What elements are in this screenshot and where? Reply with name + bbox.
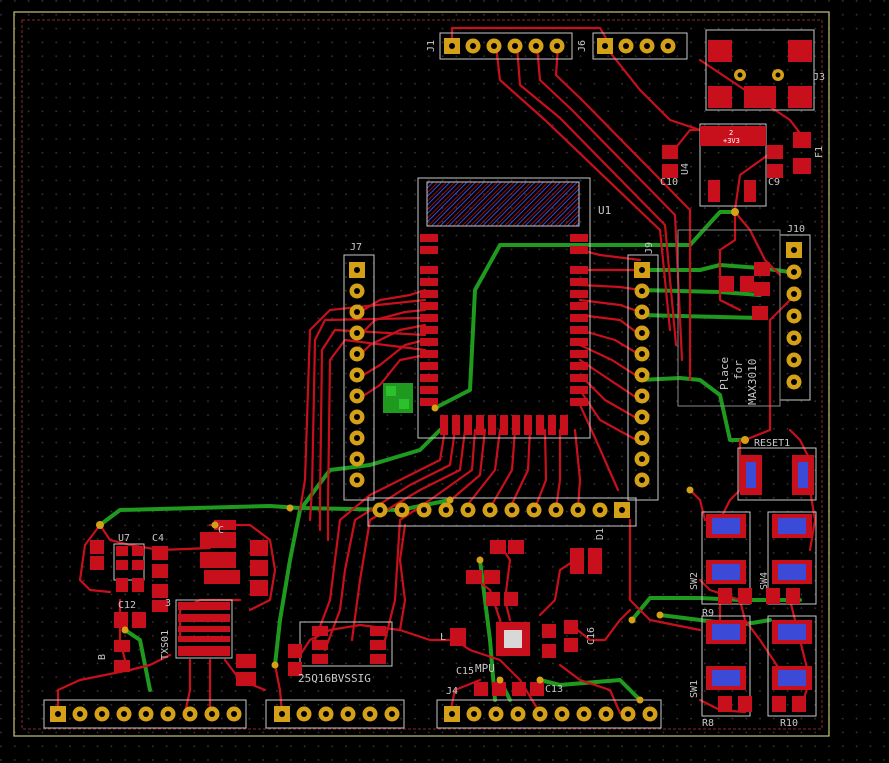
j5-header[interactable] — [265, 699, 405, 729]
j2-header[interactable] — [43, 699, 247, 729]
j3-label: J3 — [813, 72, 825, 83]
txs01-label: TXS01 — [160, 630, 171, 660]
flash-label: 25Q16BVSSIG — [298, 672, 371, 685]
imu-chip[interactable]: MPU — [475, 622, 530, 675]
u7-label: U7 — [118, 533, 130, 544]
c15-label: C15 — [456, 666, 474, 677]
j4-label: J4 — [446, 686, 458, 697]
d1-label: D1 — [595, 528, 606, 540]
max-note-3: MAX3010 — [746, 359, 759, 405]
r10-resistor[interactable]: R10 — [772, 696, 806, 729]
sw4-switch[interactable]: SW4 — [759, 511, 817, 605]
u4-marking-1: 2 — [729, 129, 733, 137]
sw2-label: SW2 — [689, 572, 700, 590]
r8-resistor[interactable]: R8 — [702, 696, 752, 729]
u1-bottom-header[interactable] — [367, 497, 637, 527]
c10-label: C10 — [660, 177, 678, 188]
sw1-switch[interactable]: SW1 — [689, 615, 751, 717]
antenna-keepout — [426, 181, 580, 227]
d1-diode[interactable]: D1 — [570, 528, 606, 574]
c4-label: C4 — [152, 533, 164, 544]
u1-label: U1 — [598, 204, 611, 217]
c15-capacitor[interactable]: C15 — [450, 628, 474, 677]
j10-header[interactable]: J10 — [779, 224, 811, 401]
c16-label: C16 — [586, 627, 597, 645]
j6-label: J6 — [577, 40, 588, 52]
flash-chip[interactable]: 25Q16BVSSIG — [288, 621, 393, 685]
r9-resistor[interactable]: R9 — [702, 588, 752, 619]
imu-label: MPU — [475, 662, 495, 675]
vias — [96, 208, 749, 704]
j9-label: J9 — [644, 242, 655, 254]
c4-capacitor[interactable]: C4 — [152, 533, 168, 612]
txs01-chip[interactable]: TXS01 — [160, 599, 233, 660]
u4-label: U4 — [680, 163, 691, 175]
frag-l-label: L — [440, 632, 446, 643]
r8-label: R8 — [702, 718, 714, 729]
u1-courtyard — [417, 177, 591, 439]
sw2-switch[interactable]: SW2 — [689, 511, 751, 605]
j7-header[interactable]: J7 — [343, 242, 375, 501]
j6-header[interactable]: J6 — [577, 32, 688, 60]
c10-capacitor[interactable]: C10 — [660, 145, 678, 188]
c12-label: C12 — [118, 600, 136, 611]
u1-right-pads — [570, 234, 588, 406]
c9-label: C9 — [768, 177, 780, 188]
frag-b-label: B — [97, 654, 108, 660]
f1-fuse[interactable]: F1 — [793, 132, 825, 174]
j1-label: J1 — [426, 40, 437, 52]
c16-capacitor[interactable]: C16 — [586, 627, 597, 645]
j3-usb-connector[interactable]: J3 — [705, 29, 825, 111]
sw1-label: SW1 — [689, 680, 700, 698]
c13-label: C13 — [545, 684, 563, 695]
board-edge — [13, 11, 830, 737]
j10-label: J10 — [787, 224, 805, 235]
u4-regulator[interactable]: 2 +3V3 U4 — [680, 123, 767, 207]
f1-label: F1 — [814, 146, 825, 158]
j1-header[interactable]: J1 — [426, 32, 573, 60]
r-extra-pads — [766, 588, 800, 604]
u7-chip[interactable]: U7 — [113, 533, 145, 592]
u1-thermal-via — [399, 399, 409, 409]
u1-module[interactable]: U1 — [383, 177, 611, 439]
r9-label: R9 — [702, 608, 714, 619]
sw3-switch[interactable] — [767, 615, 817, 717]
reset1-label: RESET1 — [754, 438, 790, 449]
u1-thermal-via — [386, 386, 396, 396]
c9-capacitor[interactable]: C9 — [767, 145, 783, 188]
r10-label: R10 — [780, 718, 798, 729]
max3010-placeholder: Place for MAX3010 — [677, 229, 781, 407]
max-note-2: for — [732, 360, 745, 380]
j4-header[interactable]: J4 — [436, 686, 662, 729]
reset1-switch[interactable]: RESET1 — [737, 438, 817, 501]
sw4-label: SW4 — [759, 572, 770, 590]
j7-label: J7 — [350, 242, 362, 253]
u1-left-pads — [420, 234, 438, 406]
u4-marking-2: +3V3 — [723, 137, 740, 145]
max-pad-group — [720, 262, 770, 320]
left-aux-pads — [90, 520, 268, 686]
j9-header[interactable]: J9 — [627, 242, 659, 501]
frag-c-label: C — [218, 525, 224, 536]
imu-support-pads — [466, 540, 578, 696]
u1-bottom-pads — [440, 415, 568, 435]
max-note-1: Place — [718, 357, 731, 390]
c12-capacitor[interactable]: C12 — [114, 600, 146, 628]
frag-3-label: 3 — [165, 598, 171, 609]
board-courtyard — [21, 19, 823, 730]
